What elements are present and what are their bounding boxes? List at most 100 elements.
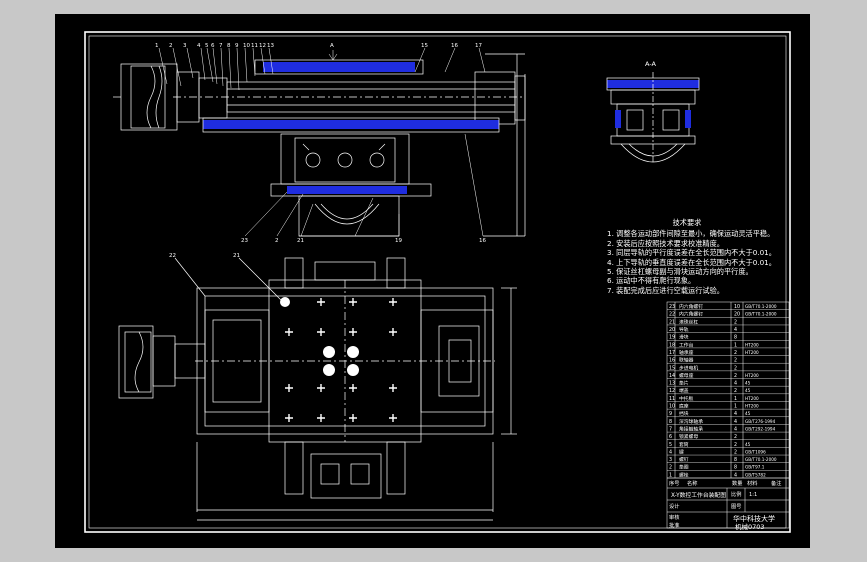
part-standard: GB/T70.1-2000 (745, 312, 777, 317)
part-standard: HT200 (745, 373, 759, 378)
part-standard: GB/T276-1994 (745, 419, 776, 424)
leader-number: 10 (243, 43, 250, 49)
front-view-leaders (158, 47, 486, 237)
part-name: 角接触轴承 (679, 425, 703, 432)
part-no: 16 (669, 358, 675, 364)
part-no: 5 (669, 442, 672, 448)
part-qty: 4 (734, 411, 737, 417)
part-qty: 2 (734, 442, 737, 448)
part-standard: GB/T292-1994 (745, 426, 776, 431)
part-standard: 45 (745, 411, 751, 416)
part-qty: 8 (734, 335, 737, 341)
part-name: 导轨 (679, 326, 689, 333)
header-note: 备注 (771, 479, 781, 487)
designer-label: 设计 (669, 502, 679, 510)
part-name: 深沟球轴承 (679, 418, 703, 425)
part-qty: 4 (734, 327, 737, 333)
note-line: 3. 同层导轨的平行度误差在全长范围内不大于0.01。 (607, 248, 776, 258)
cad-drawing: 1 2 3 4 5 6 7 8 9 10 11 12 13 A 15 16 17… (84, 31, 791, 533)
leader-number: 22 (169, 253, 176, 259)
note-line: 4. 上下导轨的垂直度误差在全长范围内不大于0.01。 (607, 257, 776, 267)
approver-label: 批准 (669, 521, 679, 529)
assembly-name: X-Y数控工作台装配图 (671, 491, 726, 499)
part-standard: HT200 (745, 342, 759, 347)
part-qty: 2 (734, 434, 737, 440)
part-name: 挡块 (679, 410, 689, 417)
part-name: 垫片 (679, 380, 689, 387)
part-qty: 2 (734, 388, 737, 394)
part-name: 螺钉 (679, 456, 689, 463)
part-no: 7 (669, 426, 672, 432)
scale-label: 比例 (731, 490, 741, 498)
part-no: 14 (669, 373, 675, 379)
part-name: 键 (679, 448, 684, 455)
part-qty: 4 (734, 419, 737, 425)
part-no: 9 (669, 411, 672, 417)
part-no: 21 (669, 319, 675, 325)
header-name: 名称 (687, 479, 697, 487)
plan-view-numbers: 22 21 (169, 253, 240, 259)
note-line: 2. 安装后应按照技术要求校准精度。 (607, 238, 724, 248)
part-qty: 1 (734, 396, 737, 402)
leader-number: 3 (183, 43, 187, 49)
header-material: 材料 (747, 479, 757, 487)
leader-number: 2 (169, 43, 173, 49)
part-standard: 45 (745, 381, 751, 386)
note-line: 5. 保证丝杠螺母副与滑块运动方向的平行度。 (607, 267, 753, 277)
section-arrow-label: A (330, 43, 334, 49)
leader-number: 21 (297, 238, 304, 244)
part-standard: HT200 (745, 404, 759, 409)
part-standard: 45 (745, 442, 751, 447)
front-view-numbers: 1 2 3 4 5 6 7 8 9 10 11 12 13 A 15 16 17… (155, 43, 486, 244)
leader-number: 5 (205, 43, 209, 49)
part-qty: 4 (734, 426, 737, 432)
part-qty: 2 (734, 449, 737, 455)
part-name: 滚珠丝杠 (679, 318, 698, 325)
part-no: 2 (669, 465, 672, 471)
part-no: 22 (669, 312, 675, 318)
part-name: 步进电机 (679, 364, 698, 371)
part-no: 13 (669, 381, 675, 387)
part-no: 10 (669, 404, 675, 410)
leader-number: 16 (451, 43, 458, 49)
part-standard: HT200 (745, 396, 759, 401)
part-standard: GB/T70.1-2000 (745, 457, 777, 462)
part-no: 20 (669, 327, 675, 333)
leader-number: 6 (211, 43, 215, 49)
front-view (113, 53, 526, 237)
part-no: 19 (669, 335, 675, 341)
leader-number: 12 (259, 43, 266, 49)
part-no: 1 (669, 472, 672, 478)
plan-view-holes (280, 297, 359, 376)
title-block-text: 序号 名称 数量 材料 备注 X-Y数控工作台装配图 比例 1:1 图号 设计 … (669, 479, 781, 531)
technical-requirements: 技术要求 1. 调整各运动部件间隙至最小，确保运动灵活平稳。 2. 安装后应按照… (607, 218, 776, 295)
part-name: 螺栓 (679, 471, 689, 478)
part-no: 11 (669, 396, 675, 402)
part-qty: 4 (734, 472, 737, 478)
part-no: 15 (669, 365, 675, 371)
checker-label: 审核 (669, 513, 679, 521)
part-no: 18 (669, 342, 675, 348)
leader-number: 1 (155, 43, 159, 49)
leader-number: 17 (475, 43, 482, 49)
inner-frame (88, 35, 787, 529)
part-no: 8 (669, 419, 672, 425)
part-no: 12 (669, 388, 675, 394)
part-no: 4 (669, 449, 672, 455)
part-name: 套筒 (679, 441, 689, 448)
part-name: 螺母座 (679, 372, 694, 379)
leader-number: 15 (421, 43, 428, 49)
school-name: 华中科技大学 (733, 514, 775, 523)
part-no: 6 (669, 434, 672, 440)
part-name: 轴承座 (679, 349, 694, 356)
note-line: 1. 调整各运动部件间隙至最小，确保运动灵活平稳。 (607, 229, 775, 239)
part-no: 23 (669, 304, 675, 310)
part-name: 工作台 (679, 341, 694, 348)
plan-view (118, 257, 517, 521)
part-name: 联轴器 (679, 357, 694, 364)
part-qty: 8 (734, 465, 737, 471)
outer-frame (84, 31, 791, 533)
part-standard: GB/T1096 (745, 449, 766, 454)
part-qty: 8 (734, 457, 737, 463)
part-name: 端盖 (679, 387, 689, 394)
